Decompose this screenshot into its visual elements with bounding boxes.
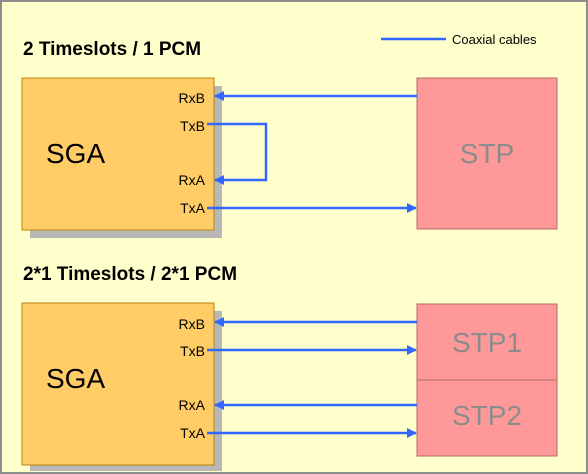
section-title-bottom: 2*1 Timeslots / 2*1 PCM bbox=[23, 264, 237, 285]
port-txa-bottom: TxA bbox=[180, 425, 206, 441]
stp1-box bbox=[416, 303, 558, 381]
stp-label-top: STP bbox=[460, 138, 514, 169]
sga-box-bottom bbox=[21, 302, 215, 466]
section-title-top: 2 Timeslots / 1 PCM bbox=[23, 39, 201, 60]
sga-label-top: SGA bbox=[46, 138, 105, 169]
port-rxa-bottom: RxA bbox=[179, 397, 206, 413]
port-rxb-bottom: RxB bbox=[179, 316, 205, 332]
sga-label-bottom: SGA bbox=[46, 363, 105, 394]
cable-txb-loop-to-rxa-top bbox=[207, 122, 268, 185]
legend-label: Coaxial cables bbox=[452, 32, 537, 47]
port-rxb-top: RxB bbox=[179, 90, 205, 106]
stp-box-top bbox=[416, 77, 558, 230]
stp2-label: STP2 bbox=[452, 400, 522, 431]
stp1-label: STP1 bbox=[452, 327, 522, 358]
port-txb-top: TxB bbox=[180, 118, 205, 134]
port-txa-top: TxA bbox=[180, 200, 206, 216]
port-txb-bottom: TxB bbox=[180, 343, 205, 359]
stp2-box bbox=[416, 379, 558, 457]
sga-box-top bbox=[21, 77, 215, 231]
port-rxa-top: RxA bbox=[179, 172, 206, 188]
